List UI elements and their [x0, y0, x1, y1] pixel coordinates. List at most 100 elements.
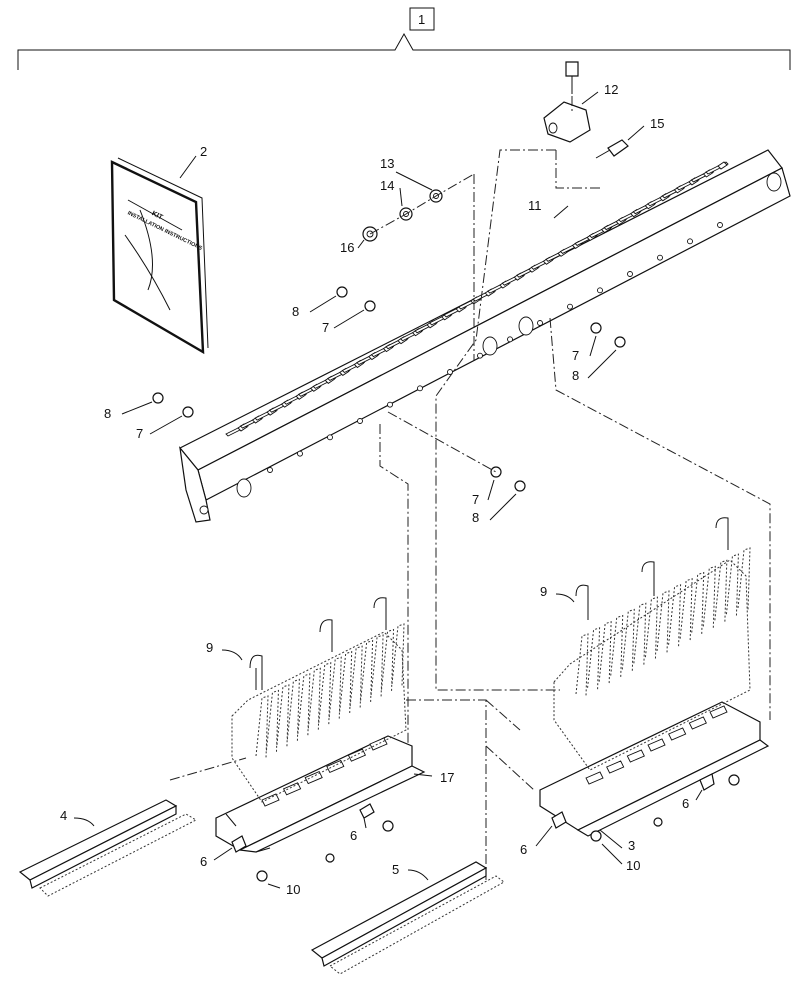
bracket-tooth: [633, 602, 647, 666]
manual-title-line1: KIT: [151, 210, 165, 222]
callout-8a: 8: [292, 304, 299, 319]
callout-6d: 6: [520, 842, 527, 857]
instruction-manual: KIT INSTALLATION INSTRUCTIONS 2: [110, 144, 209, 355]
bracket-slot: [261, 793, 280, 807]
bracket-tooth: [598, 621, 612, 684]
bracket-slot: [585, 771, 604, 785]
bracket-tooth: [265, 689, 279, 753]
bracket-slot: [647, 738, 666, 752]
bracket-slot: [326, 759, 345, 773]
callout-11: 11: [528, 198, 542, 213]
assembly-guide-lines: [169, 149, 771, 880]
callout-17: 17: [440, 770, 454, 785]
bracket-tooth: [339, 650, 353, 714]
bracket-tooth: [328, 656, 342, 720]
bracket-slot: [369, 737, 388, 751]
crossbar-hole: [387, 401, 393, 408]
crossbar-hole: [537, 320, 543, 326]
callout-8c: 8: [572, 368, 579, 383]
clamp-bracket: 12: [543, 61, 618, 143]
crossbar-hole: [717, 222, 723, 228]
crossbar-hole: [327, 434, 333, 441]
callout-4: 4: [60, 808, 67, 823]
crossbar-holes: [267, 222, 723, 473]
callout-6b: 6: [200, 854, 207, 869]
bracket-slot: [626, 749, 645, 763]
crossbar-hole: [597, 287, 603, 294]
bracket-tooth: [391, 623, 405, 687]
crossbar-hole: [477, 352, 483, 359]
bracket-tooth: [668, 584, 682, 647]
crossbar-hole: [657, 254, 663, 261]
left-bracket-assembly: 9 17: [206, 597, 454, 853]
bracket-tooth: [307, 667, 321, 731]
callout-7a: 7: [322, 320, 329, 335]
bracket-tooth: [297, 673, 311, 736]
callout-10a: 10: [286, 882, 300, 897]
nuts-washers: 8 7 8 7 7 8 7 8: [104, 286, 626, 525]
right-bracket-teeth: [575, 547, 751, 697]
bracket-slot: [304, 771, 323, 785]
bracket-tooth: [349, 645, 363, 709]
bracket-tooth: [702, 565, 716, 629]
callout-10b: 10: [626, 858, 640, 873]
callout-16: 16: [340, 240, 354, 255]
bracket-tooth: [610, 614, 624, 678]
callout-12: 12: [604, 82, 618, 97]
right-bracket-slots: [585, 705, 728, 785]
bracket-slot: [347, 748, 367, 762]
bracket-tooth: [276, 684, 290, 747]
crossbar-slots: [225, 161, 729, 437]
bracket-tooth: [370, 634, 384, 698]
bracket-slot: [606, 760, 625, 774]
crossbar-hole: [687, 238, 693, 245]
callout-7c: 7: [572, 348, 579, 363]
crossbar-hole: [627, 271, 633, 277]
callout-6a: 6: [350, 828, 357, 843]
bracket-tooth: [255, 695, 269, 759]
bracket-tooth: [621, 608, 635, 672]
callout-8b: 8: [104, 406, 111, 421]
crossbar-slot-diamond: [717, 161, 728, 170]
clamp-bar-left: 4: [18, 799, 198, 897]
crossbar-hole: [417, 385, 423, 392]
kit-number-label: 1: [418, 12, 425, 27]
bracket-tooth: [679, 578, 693, 641]
hardware-13-14-16: 13 14 16: [340, 156, 475, 255]
callout-8d: 8: [472, 510, 479, 525]
bolts-nuts: 6 6 10 6 6 10: [200, 773, 740, 897]
crossbar-hole: [447, 369, 453, 375]
crossbar-hole: [267, 467, 273, 473]
screw-15: 15: [595, 116, 664, 159]
left-bracket-teeth: [255, 623, 405, 759]
bracket-tooth: [381, 628, 395, 692]
bracket-slot: [668, 727, 687, 741]
bracket-slot: [709, 705, 728, 719]
callout-2: 2: [200, 144, 207, 159]
bracket-tooth: [286, 678, 300, 742]
bracket-tooth: [691, 571, 705, 635]
clamp-bar-right: 5: [310, 861, 505, 975]
crossbar: 11: [179, 149, 791, 523]
bracket-tooth: [360, 639, 374, 703]
callout-5: 5: [392, 862, 399, 877]
bracket-tooth: [725, 553, 739, 617]
callout-6c: 6: [682, 796, 689, 811]
crossbar-hole: [567, 303, 573, 310]
bracket-slot: [282, 782, 302, 796]
callout-14: 14: [380, 178, 394, 193]
bracket-tooth: [575, 633, 589, 697]
bracket-tooth: [714, 559, 728, 623]
right-bracket-assembly: 9 3: [539, 517, 770, 853]
bracket-tooth: [644, 596, 658, 660]
bracket-tooth: [656, 590, 670, 654]
left-bracket-slots: [261, 737, 388, 807]
crossbar-hole: [507, 336, 513, 343]
bracket-tooth: [587, 627, 601, 690]
kit-bracket: 1: [17, 7, 791, 70]
crossbar-hole: [357, 418, 363, 424]
crossbar-hole: [297, 450, 303, 457]
callout-9a: 9: [206, 640, 213, 655]
callout-13: 13: [380, 156, 394, 171]
